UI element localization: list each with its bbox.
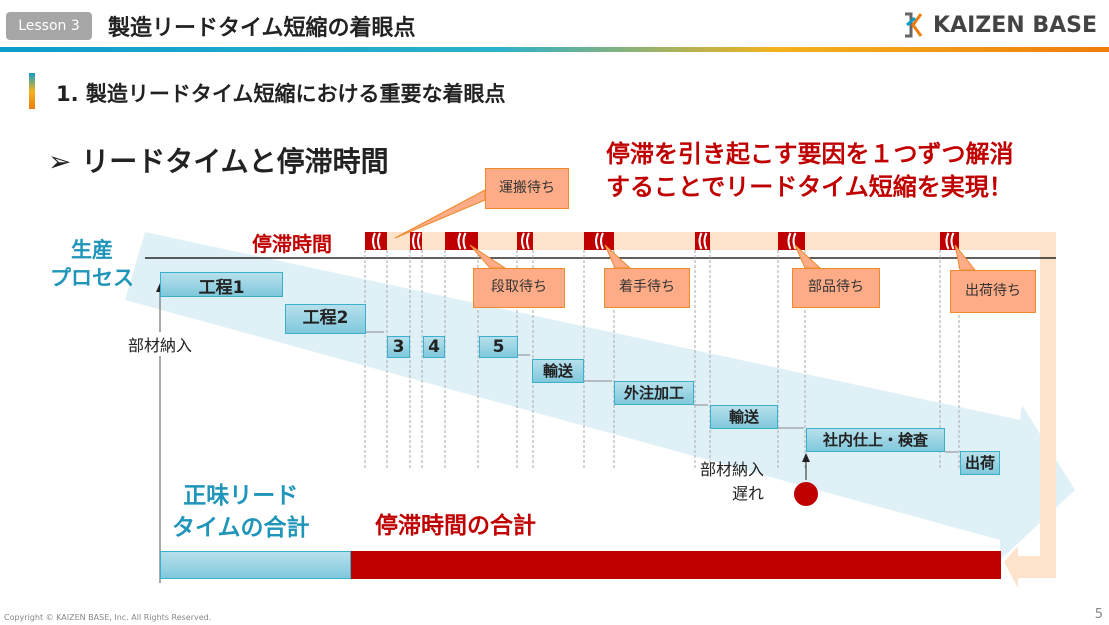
stagnation-segment <box>365 232 387 250</box>
stagnation-segment <box>584 232 614 250</box>
break-mark-icon <box>372 232 381 250</box>
process-step: 3 <box>387 336 410 358</box>
process-label: 生産 プロセス <box>50 238 134 290</box>
page-number: 5 <box>1094 607 1103 622</box>
break-mark-icon <box>521 232 530 250</box>
callout-parts-wait: 部品待ち <box>792 268 880 308</box>
claim-line: 停滞を引き起こす要因を１つずつ解消 <box>606 140 1014 168</box>
stagnation-segment <box>695 232 710 250</box>
break-mark-icon <box>457 232 467 250</box>
claim-line: することでリードタイム短縮を実現！ <box>606 173 1013 201</box>
break-mark-icon <box>698 232 708 250</box>
logo: KAIZEN BASE <box>899 10 1097 40</box>
stagnation-segment <box>778 232 805 250</box>
subtitle: ➢ リードタイムと停滞時間 <box>48 145 389 178</box>
stagnation-segment <box>940 232 959 250</box>
logo-text: KAIZEN BASE <box>933 12 1097 38</box>
claim-text: 停滞を引き起こす要因を１つずつ解消することでリードタイム短縮を実現！ <box>606 138 1014 204</box>
copyright: Copyright © KAIZEN BASE, Inc. All Rights… <box>4 613 212 622</box>
section-marker <box>29 73 35 109</box>
material-late-label: 部材納入 遅れ <box>700 460 765 503</box>
header-divider <box>0 47 1109 52</box>
process-step: 輸送 <box>532 359 584 383</box>
process-step: 工程2 <box>285 304 366 334</box>
stagnation-label: 停滞時間 <box>252 232 332 256</box>
break-mark-icon <box>787 232 797 250</box>
net-total-label: 正味リード タイムの合計 <box>172 483 310 541</box>
stagnation-total-label: 停滞時間の合計 <box>375 513 536 539</box>
material-in-label: 部材納入 <box>128 332 193 356</box>
process-step: 5 <box>479 336 518 358</box>
process-step: 外注加工 <box>614 381 694 405</box>
delay-dot <box>794 482 818 506</box>
process-step: 社内仕上・検査 <box>806 428 945 452</box>
lesson-badge: Lesson 3 <box>6 12 92 40</box>
process-step: 出荷 <box>960 451 1000 475</box>
net-total-bar <box>160 551 351 579</box>
stagnation-segment <box>517 232 533 250</box>
callout-setup-wait: 段取待ち <box>473 268 565 308</box>
process-step: 工程1 <box>160 272 283 298</box>
section-title: 1. 製造リードタイム短縮における重要な着眼点 <box>56 82 506 106</box>
callout-transport-wait: 運搬待ち <box>485 168 569 209</box>
callout-shipping-wait: 出荷待ち <box>950 270 1036 313</box>
stagnation-total-bar <box>351 551 1001 579</box>
header-title: 製造リードタイム短縮の着眼点 <box>108 16 416 41</box>
break-mark-icon <box>945 232 955 250</box>
callout-start-wait: 着手待ち <box>604 268 690 308</box>
process-step: 4 <box>423 336 445 358</box>
break-mark-icon <box>595 232 604 250</box>
process-step: 輸送 <box>710 405 778 429</box>
logo-icon <box>905 12 923 38</box>
break-mark-icon <box>412 232 421 250</box>
stagnation-segment <box>445 232 478 250</box>
